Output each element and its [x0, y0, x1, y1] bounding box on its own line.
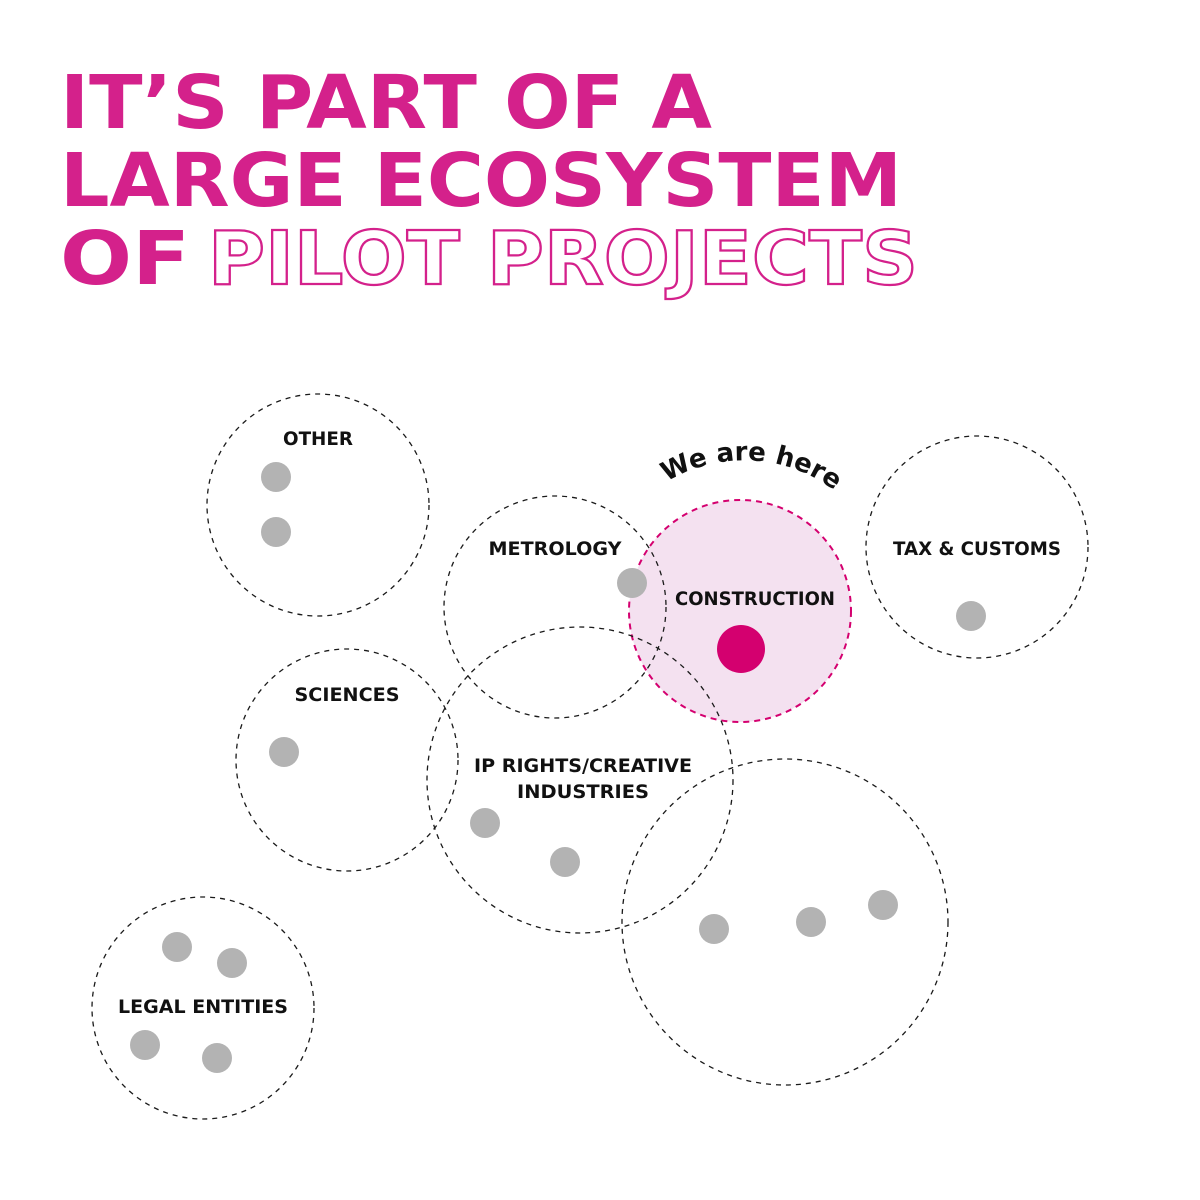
title-line-2: LARGE ECOSYSTEM: [60, 138, 902, 224]
title-line-3-solid: OF: [60, 216, 190, 302]
project-dot: [550, 847, 580, 877]
project-dot: [956, 601, 986, 631]
project-dot: [796, 907, 826, 937]
project-dot: [470, 808, 500, 838]
construction-label: CONSTRUCTION: [675, 588, 835, 610]
ip-rights-label-line-2: INDUSTRIES: [517, 781, 649, 803]
other-circle: [206, 393, 430, 617]
ip-rights-label-line-1: IP RIGHTS/CREATIVE: [474, 755, 692, 777]
title-line-3-outline: PILOT PROJECTS: [208, 216, 918, 302]
sciences-circle: [235, 648, 459, 872]
project-dot: [202, 1043, 232, 1073]
tax-customs-label: TAX & CUSTOMS: [893, 538, 1061, 560]
project-dot: [130, 1030, 160, 1060]
other-label: OTHER: [283, 428, 353, 450]
project-dot: [699, 914, 729, 944]
ip-rights-circle: [426, 626, 734, 934]
metrology-label: METROLOGY: [489, 538, 622, 560]
project-dot: [217, 948, 247, 978]
sciences-label: SCIENCES: [295, 684, 400, 706]
project-dot: [162, 932, 192, 962]
metrology-circle: [443, 495, 667, 719]
title-line-1: IT’S PART OF A: [60, 60, 712, 146]
legal-entities-circle: [91, 896, 315, 1120]
legal-entities-label: LEGAL ENTITIES: [118, 996, 288, 1018]
tax-customs-circle: [865, 435, 1089, 659]
project-dot: [261, 462, 291, 492]
page-title: IT’S PART OF A LARGE ECOSYSTEM OF PILOT …: [60, 60, 919, 303]
project-dot: [617, 568, 647, 598]
we-are-here-text: We are here: [656, 437, 847, 496]
construction-circle: [628, 499, 852, 723]
we-are-here-callout: We are here: [656, 437, 847, 496]
project-dot: [868, 890, 898, 920]
construction-project-dot: [717, 625, 765, 673]
project-dot: [269, 737, 299, 767]
unlabeled-cluster-circle: [621, 758, 949, 1086]
project-dot: [261, 517, 291, 547]
